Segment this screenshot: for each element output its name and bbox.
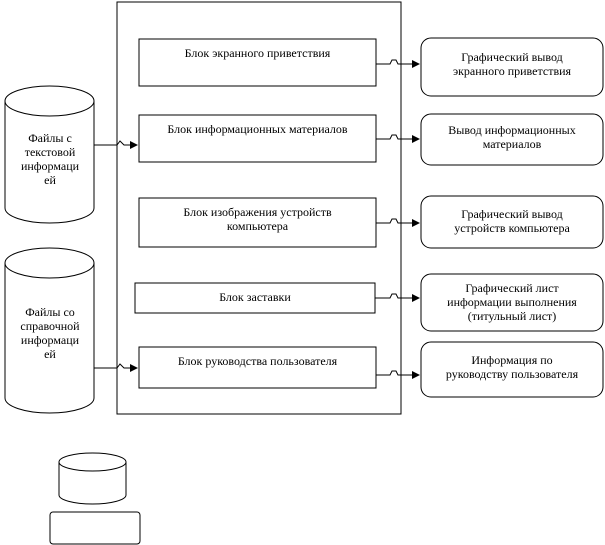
block-2-label: Блок информационных материалов <box>167 122 348 136</box>
system-frame <box>116 1 402 415</box>
connector-help-files <box>94 363 138 372</box>
output-2-label: Вывод информационных материалов <box>448 123 576 151</box>
block-1-label: Блок экранного приветствия <box>184 46 331 60</box>
connector-output-5 <box>376 370 420 379</box>
output-4-label: Графический лист информации выполнения (… <box>447 280 577 323</box>
text-files-label: Файлы с текстовой информаци ей <box>20 131 80 187</box>
help-files-label: Файлы со справочной информаци ей <box>20 305 80 361</box>
connector-text-files <box>94 140 138 149</box>
output-3-label: Графический вывод устройств компьютера <box>454 207 570 235</box>
help-files-cylinder <box>4 247 95 414</box>
connector-output-2 <box>376 134 420 143</box>
legend-cylinder-shape <box>58 452 127 505</box>
output-1-box <box>420 37 604 97</box>
legend-rounded-box <box>49 511 141 545</box>
block-4-label: Блок заставки <box>219 290 291 304</box>
output-5-box <box>420 341 604 398</box>
output-4-box <box>420 273 604 332</box>
block-5-label: Блок руководства пользователя <box>177 354 338 368</box>
output-5-label: Информация по руководству пользователя <box>445 353 579 381</box>
output-1-label: Графический вывод экранного приветствия <box>452 50 572 78</box>
text-files-cylinder <box>4 85 95 224</box>
block-5-box <box>138 346 377 389</box>
output-3-box <box>420 195 604 249</box>
block-1-box <box>138 38 377 87</box>
connector-output-4 <box>375 293 420 302</box>
output-2-box <box>420 113 604 166</box>
block-3-label: Блок изображения устройств компьютера <box>183 205 332 233</box>
connector-output-1 <box>376 59 420 68</box>
connector-output-3 <box>376 218 420 227</box>
